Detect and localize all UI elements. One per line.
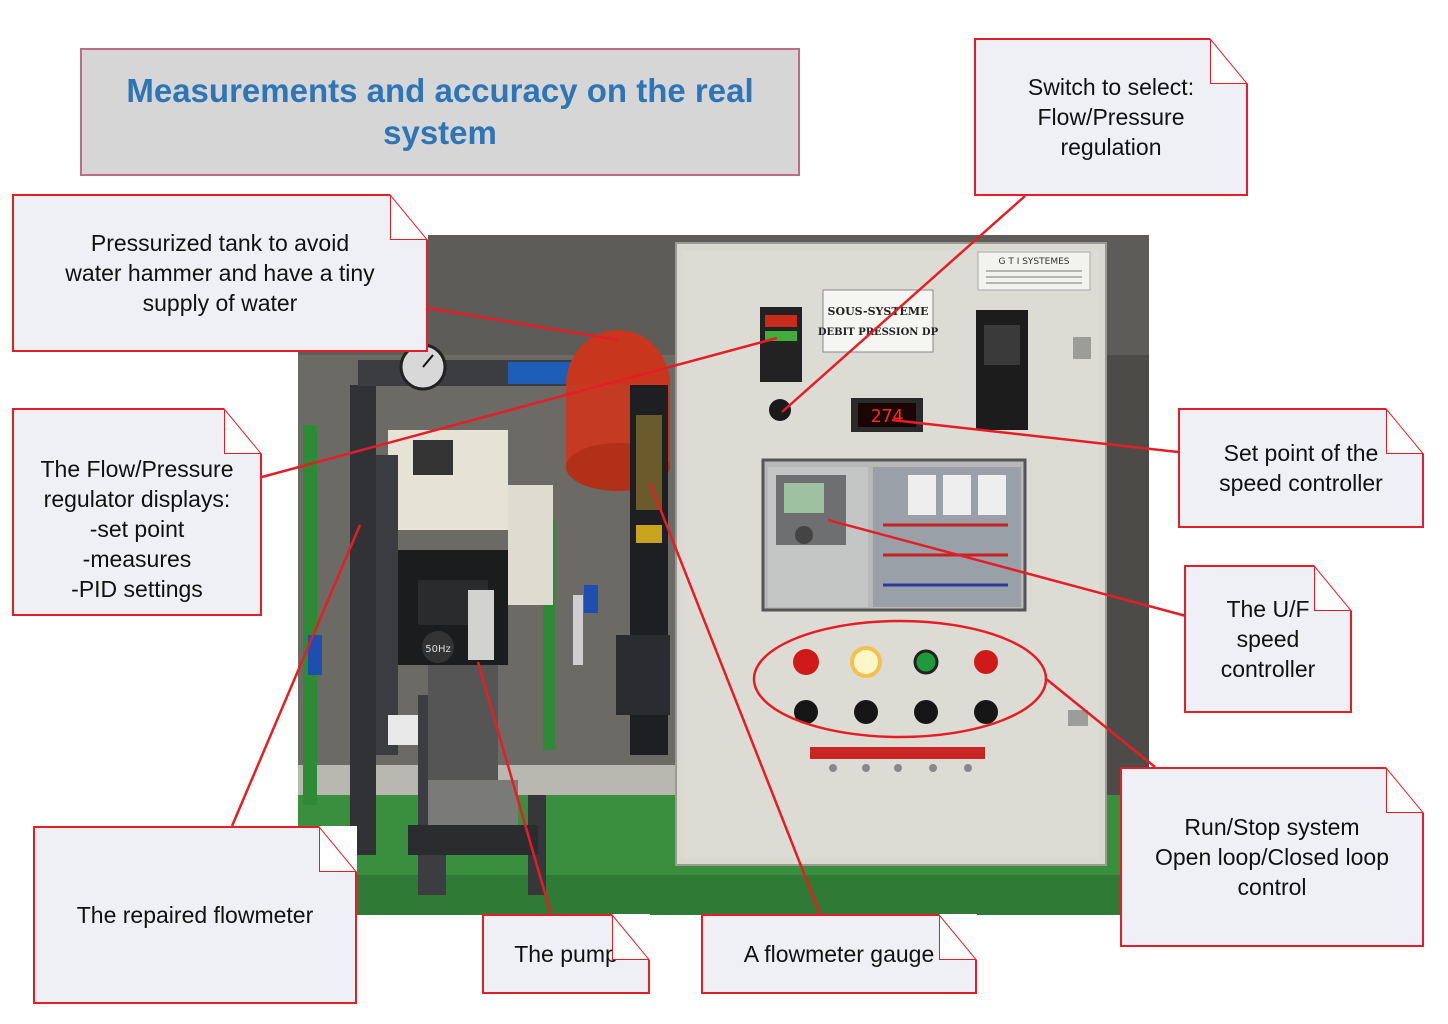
note-fold-icon xyxy=(1210,38,1248,84)
title-box: Measurements and accuracy on the real sy… xyxy=(80,48,800,176)
indicator-light xyxy=(850,646,882,678)
knob-3 xyxy=(914,700,938,724)
callout-switch-text: Switch to select: Flow/Pressure regulati… xyxy=(1027,74,1195,160)
selector-switch xyxy=(769,399,791,421)
pump-badge: 50Hz xyxy=(425,644,451,655)
callout-setpoint: Set point of the speed controller xyxy=(1178,408,1424,528)
callout-flowmeter-text: The repaired flowmeter xyxy=(76,902,314,928)
note-fold-icon xyxy=(1386,767,1424,813)
knob-4 xyxy=(974,700,998,724)
green-button xyxy=(913,649,939,675)
callout-regulator-text: The Flow/Pressure regulator displays: -s… xyxy=(40,456,234,602)
page-title: Measurements and accuracy on the real sy… xyxy=(126,72,754,151)
panel-label-line1: SOUS-SYSTEME xyxy=(828,305,929,318)
callout-regulator: The Flow/Pressure regulator displays: -s… xyxy=(12,408,262,616)
emergency-stop-button xyxy=(793,649,819,675)
knob-2 xyxy=(854,700,878,724)
callout-uf-text: The U/F speed controller xyxy=(1220,596,1316,682)
note-fold-icon xyxy=(1314,565,1352,611)
note-fold-icon xyxy=(224,408,262,454)
callout-uf: The U/F speed controller xyxy=(1184,565,1352,713)
callout-setpoint-text: Set point of the speed controller xyxy=(1219,440,1383,496)
callout-tank: Pressurized tank to avoid water hammer a… xyxy=(12,194,428,352)
callout-pump-text: The pump xyxy=(514,941,618,967)
note-fold-icon xyxy=(390,194,428,240)
callout-flowmeter: The repaired flowmeter xyxy=(33,826,357,1004)
callout-runstop: Run/Stop system Open loop/Closed loop co… xyxy=(1120,767,1424,947)
callout-pump: The pump xyxy=(482,914,650,994)
note-fold-icon xyxy=(1386,408,1424,454)
brand-plate-text: G T I SYSTEMES xyxy=(999,257,1070,267)
setpoint-display-value: 274 xyxy=(871,406,904,427)
panel-label-line2: DEBIT PRESSION DP xyxy=(818,327,939,338)
note-fold-icon xyxy=(612,914,650,960)
note-fold-icon xyxy=(939,914,977,960)
callout-tank-text: Pressurized tank to avoid water hammer a… xyxy=(65,230,375,316)
knob-1 xyxy=(794,700,818,724)
red-button xyxy=(974,650,998,674)
callout-switch: Switch to select: Flow/Pressure regulati… xyxy=(974,38,1248,196)
note-fold-icon xyxy=(319,826,357,872)
callout-gauge-text: A flowmeter gauge xyxy=(743,941,935,967)
callout-runstop-text: Run/Stop system Open loop/Closed loop co… xyxy=(1155,814,1389,900)
callout-gauge: A flowmeter gauge xyxy=(701,914,977,994)
